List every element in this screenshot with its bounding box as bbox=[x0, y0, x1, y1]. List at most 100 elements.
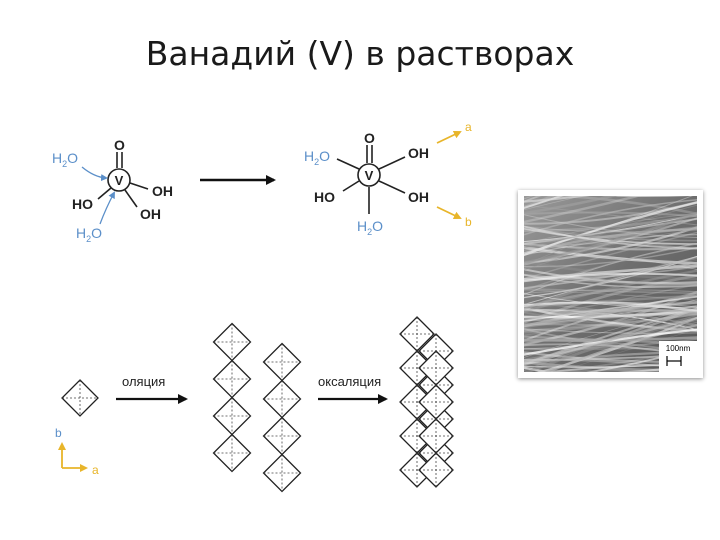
left-oh-right: OH bbox=[152, 183, 173, 199]
fiber bbox=[524, 261, 697, 290]
octahedra-chain-b bbox=[262, 342, 302, 493]
fiber bbox=[524, 201, 697, 257]
left-ho-left: HO bbox=[72, 196, 93, 212]
left-oxo-label: O bbox=[114, 137, 125, 153]
right-oxo-label: O bbox=[364, 130, 375, 146]
fiber bbox=[524, 313, 697, 332]
fiber bbox=[524, 196, 543, 203]
fiber bbox=[537, 196, 697, 216]
fiber bbox=[524, 272, 697, 283]
fiber bbox=[524, 328, 697, 334]
fiber bbox=[524, 307, 697, 317]
right-oh-top: OH bbox=[408, 145, 429, 161]
axis-a-label: a bbox=[92, 463, 99, 477]
fiber bbox=[524, 229, 697, 271]
fiber bbox=[518, 190, 703, 192]
left-water-bottom: H2O bbox=[76, 225, 102, 244]
axis-b-arrow bbox=[436, 206, 462, 220]
left-water-top: H2O bbox=[52, 150, 78, 169]
left-v-label: V bbox=[115, 173, 124, 188]
fiber bbox=[524, 204, 697, 226]
fiber bbox=[599, 196, 692, 198]
scale-bar bbox=[666, 356, 682, 366]
tem-micrograph-frame: 100nm bbox=[518, 190, 703, 378]
single-octahedron bbox=[61, 379, 99, 417]
left-oh-bottom: OH bbox=[140, 206, 161, 222]
fiber bbox=[524, 225, 697, 250]
fiber bbox=[524, 293, 697, 308]
fiber bbox=[524, 316, 697, 364]
fiber bbox=[524, 196, 590, 203]
fiber bbox=[557, 329, 697, 372]
fiber bbox=[518, 190, 703, 197]
left-v-atom bbox=[107, 168, 131, 192]
right-v-label: V bbox=[365, 168, 374, 183]
lattice-axes: b a bbox=[55, 426, 99, 477]
fiber bbox=[524, 264, 697, 281]
axis-b-label: b bbox=[55, 426, 62, 440]
fiber bbox=[524, 227, 697, 245]
fiber bbox=[524, 338, 697, 350]
fiber bbox=[524, 204, 697, 266]
right-vanadium-complex: O V OH OH HO H2O H2O a b bbox=[304, 120, 472, 237]
fiber bbox=[524, 301, 697, 308]
fiber bbox=[524, 289, 697, 301]
fiber bbox=[524, 323, 697, 332]
fiber bbox=[524, 246, 697, 268]
fiber bbox=[524, 196, 565, 209]
right-oh-bottom: OH bbox=[408, 189, 429, 205]
fiber bbox=[524, 217, 697, 266]
fiber bbox=[524, 196, 557, 210]
right-water-bottom: H2O bbox=[357, 218, 383, 237]
fiber bbox=[524, 314, 697, 372]
fiber bbox=[518, 190, 703, 196]
fiber bbox=[524, 196, 534, 200]
fiber bbox=[524, 288, 697, 295]
fiber bbox=[524, 301, 697, 313]
fiber bbox=[549, 369, 675, 372]
fiber bbox=[675, 371, 697, 372]
fiber bbox=[524, 269, 697, 313]
fiber bbox=[524, 294, 697, 309]
fiber bbox=[524, 308, 697, 321]
fiber bbox=[524, 246, 697, 265]
octahedra-double-chain bbox=[399, 316, 454, 488]
tem-micrograph: 100nm bbox=[518, 190, 703, 378]
right-water-left: H2O bbox=[304, 148, 330, 167]
right-axis-b-label: b bbox=[465, 215, 472, 229]
fiber bbox=[524, 212, 697, 245]
olation-label: оляция bbox=[122, 374, 165, 389]
fiber bbox=[524, 312, 697, 328]
fiber bbox=[524, 296, 697, 322]
left-vanadium-complex: O V OH OH HO H2O H2O bbox=[52, 137, 173, 244]
octahedra-chain-a bbox=[212, 322, 252, 473]
right-ho-left: HO bbox=[314, 189, 335, 205]
fiber bbox=[524, 243, 697, 249]
fiber bbox=[524, 256, 697, 311]
right-axis-a-label: a bbox=[465, 120, 472, 134]
scale-bar-label: 100nm bbox=[666, 344, 691, 353]
fiber bbox=[666, 371, 692, 372]
axis-a-arrow bbox=[436, 130, 462, 144]
fiber bbox=[524, 196, 643, 224]
fiber bbox=[544, 323, 697, 372]
slide-title: Ванадий (V) в растворах bbox=[145, 34, 575, 73]
fiber bbox=[524, 234, 697, 256]
fiber bbox=[524, 283, 697, 322]
fiber bbox=[524, 198, 697, 236]
fiber bbox=[524, 196, 693, 254]
fiber bbox=[524, 318, 697, 372]
fiber bbox=[524, 196, 618, 215]
fiber bbox=[524, 214, 697, 238]
fiber bbox=[524, 255, 697, 299]
right-v-atom bbox=[357, 163, 381, 187]
fiber bbox=[524, 274, 697, 288]
fiber bbox=[524, 213, 697, 249]
oxolation-label: оксаляция bbox=[318, 374, 381, 389]
fiber bbox=[518, 374, 703, 378]
fiber bbox=[524, 268, 697, 284]
fiber bbox=[524, 196, 591, 197]
fiber bbox=[524, 196, 584, 211]
